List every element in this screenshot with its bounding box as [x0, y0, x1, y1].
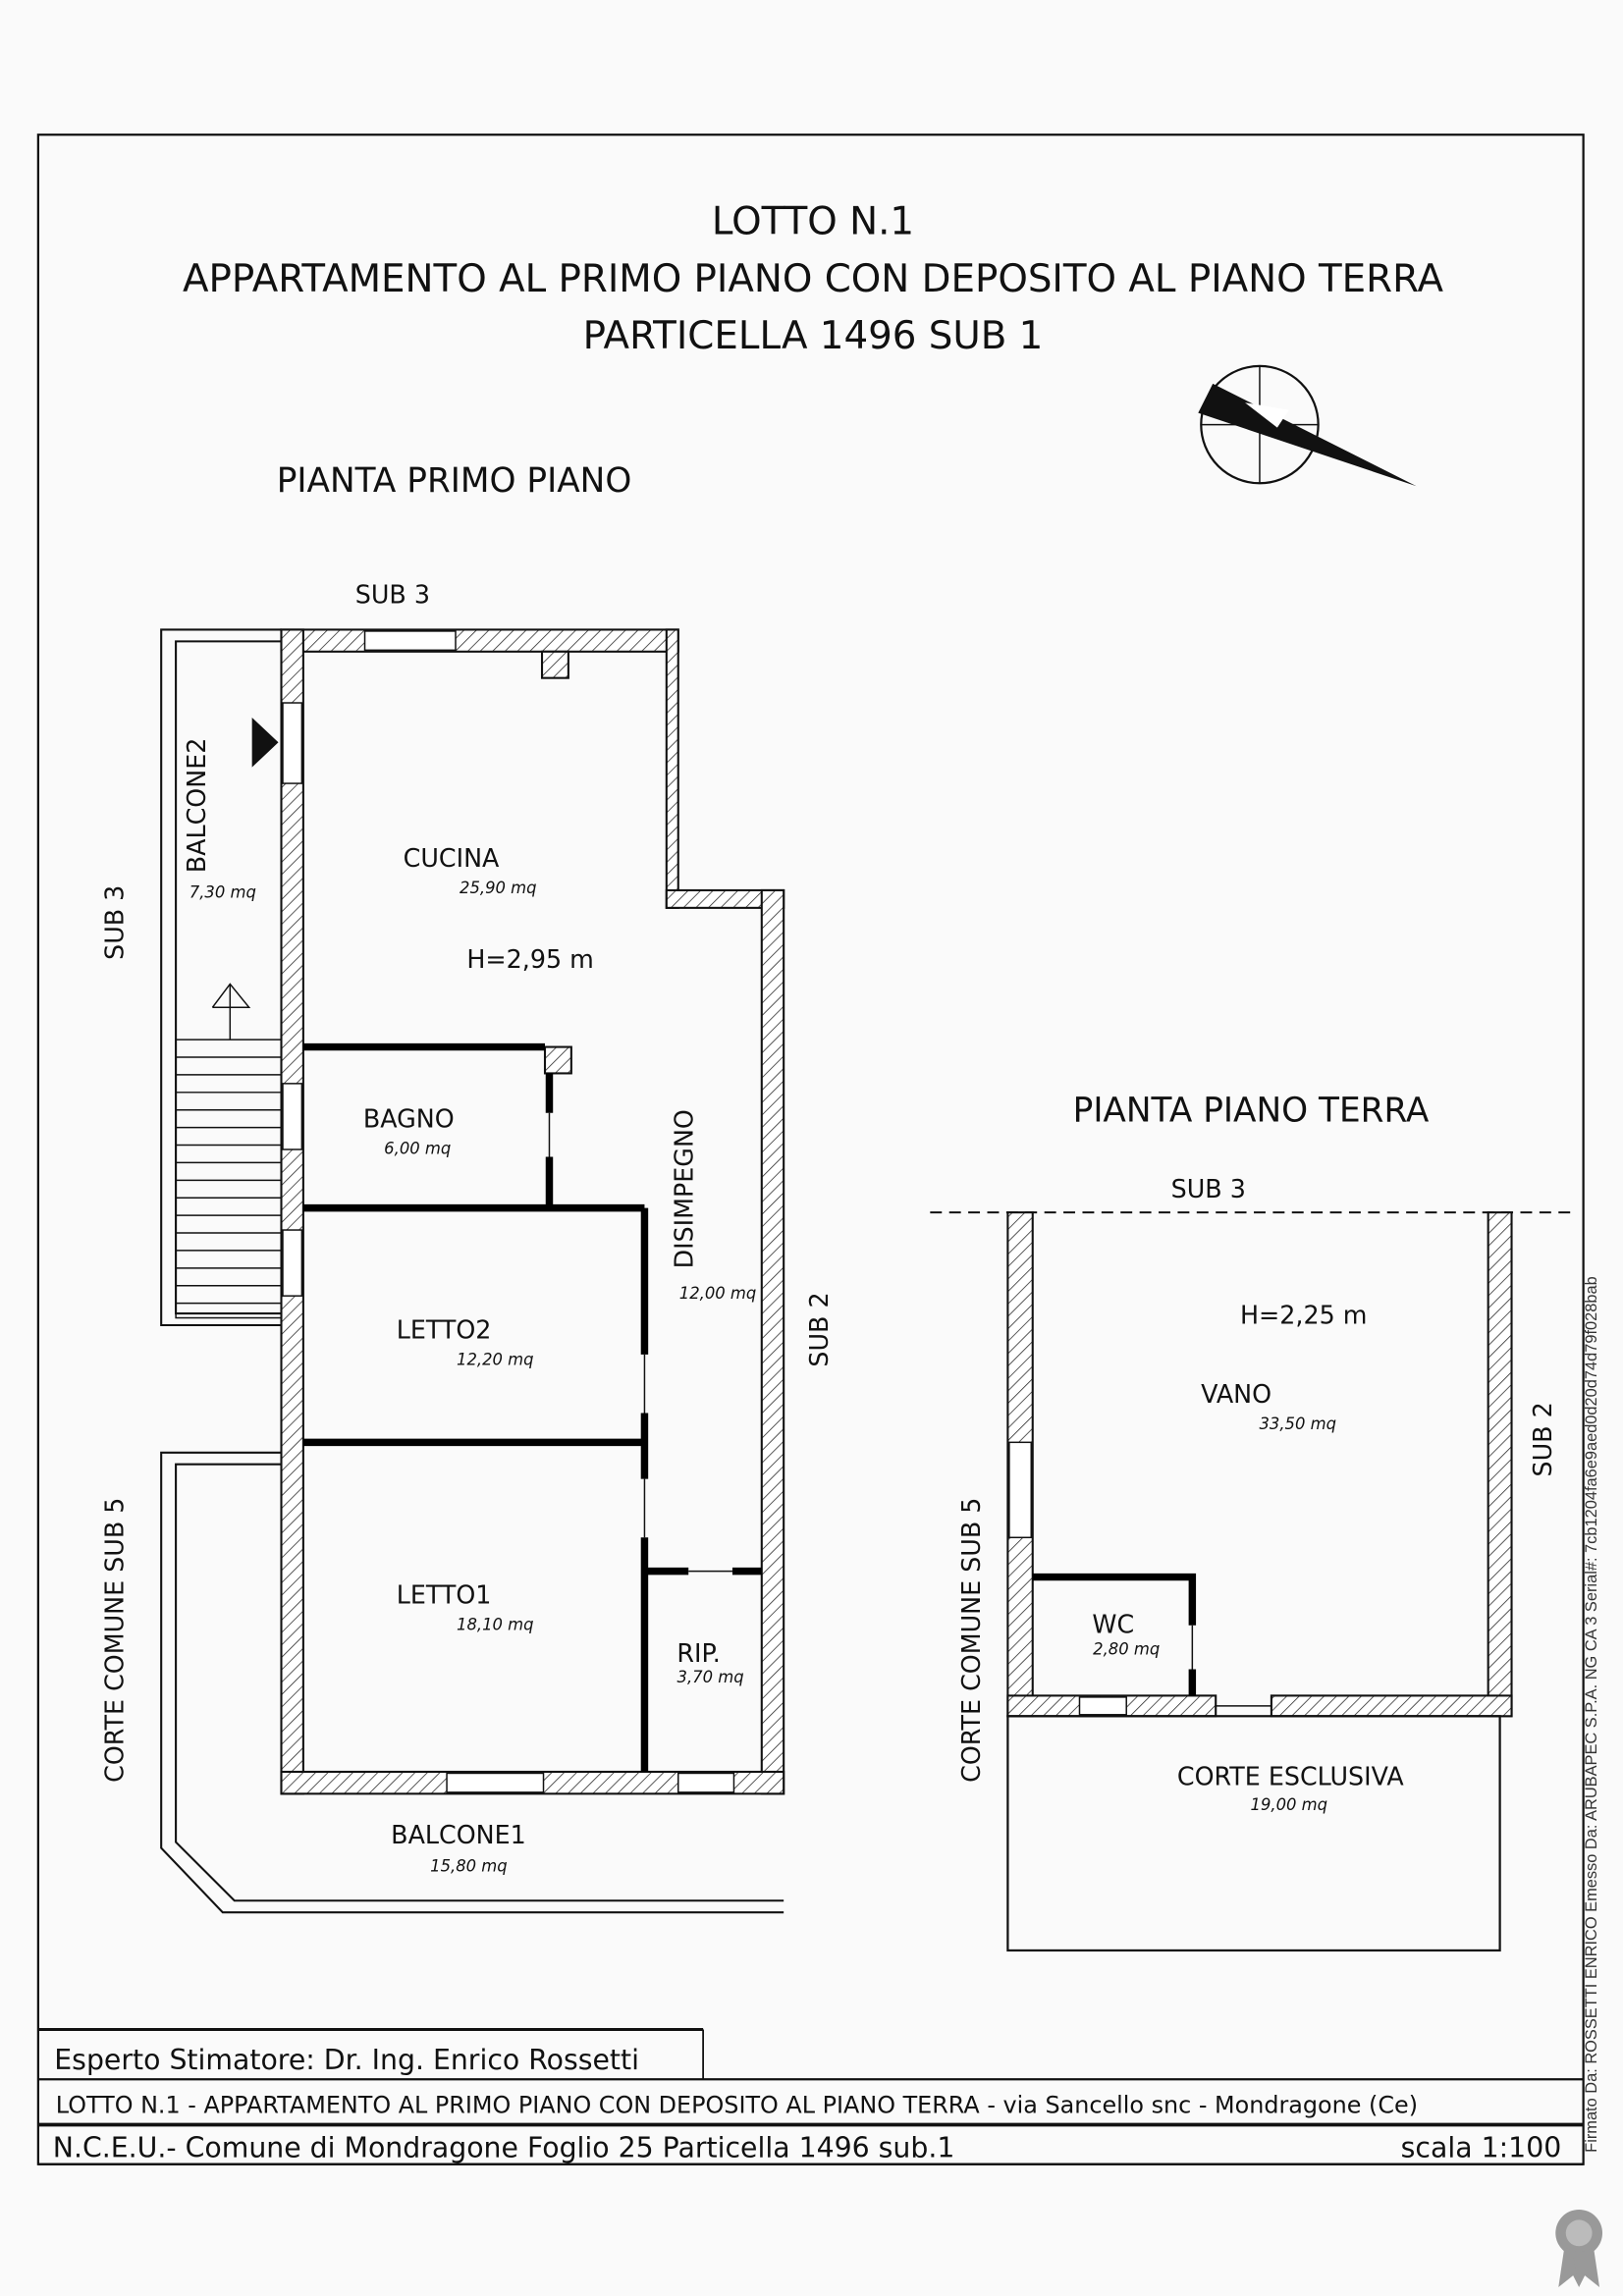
room-name-rip: RIP.: [676, 1638, 720, 1668]
lot-description: LOTTO N.1 - APPARTAMENTO AL PRIMO PIANO …: [56, 2092, 1418, 2119]
pt-corte-comune-label: CORTE COMUNE SUB 5: [956, 1498, 986, 1783]
corte-comune-label: CORTE COMUNE SUB 5: [99, 1498, 129, 1783]
room-area-rip: 3,70 mq: [677, 1668, 744, 1686]
sub3-top-label: SUB 3: [355, 580, 430, 610]
room-area-balcone2: 7,30 mq: [189, 882, 256, 901]
piano-terra-heading: PIANTA PIANO TERRA: [1073, 1092, 1430, 1131]
room-name-letto2: LETTO2: [397, 1314, 492, 1344]
sub3-left-label: SUB 3: [99, 885, 129, 960]
room-area-disimpegno: 12,00 mq: [679, 1284, 757, 1303]
cadastre-reference: N.C.E.U.- Comune di Mondragone Foglio 25…: [53, 2131, 955, 2163]
room-area-vano: 33,50 mq: [1259, 1415, 1336, 1433]
room-area-letto1: 18,10 mq: [457, 1615, 534, 1633]
scale-label: scala 1:100: [1401, 2131, 1562, 2163]
pt-sub2-label: SUB 2: [1528, 1402, 1557, 1476]
room-area-bagno: 6,00 mq: [384, 1139, 451, 1157]
room-area-cucina: 25,90 mq: [460, 879, 537, 897]
pt-sub3-label: SUB 3: [1171, 1174, 1246, 1203]
room-area-letto2: 12,20 mq: [457, 1350, 534, 1368]
entrance-arrow-icon: [251, 717, 279, 768]
title-line-1: LOTTO N.1: [712, 200, 914, 244]
room-area-corte-esclusiva: 19,00 mq: [1251, 1795, 1328, 1814]
room-name-balcone1: BALCONE1: [391, 1820, 526, 1849]
room-area-balcone1: 15,80 mq: [430, 1856, 508, 1875]
primo-piano-heading: PIANTA PRIMO PIANO: [277, 461, 632, 501]
piano-terra-height: H=2,25 m: [1240, 1301, 1367, 1330]
room-name-wc: WC: [1092, 1609, 1134, 1638]
room-name-letto1: LETTO1: [397, 1579, 492, 1609]
primo-piano-plan: PIANTA PRIMO PIANO SUB 3 SUB 3 CORTE COM…: [99, 461, 834, 1914]
digital-signature-text: Firmato Da: ROSSETTI ENRICO Emesso Da: A…: [1583, 1276, 1600, 2153]
room-name-bagno: BAGNO: [363, 1104, 455, 1134]
room-area-wc: 2,80 mq: [1093, 1640, 1160, 1659]
sub2-label: SUB 2: [804, 1292, 834, 1366]
primo-piano-height: H=2,95 m: [466, 944, 593, 974]
title-block: Esperto Stimatore: Dr. Ing. Enrico Rosse…: [37, 2028, 1584, 2165]
expert-name: Esperto Stimatore: Dr. Ing. Enrico Rosse…: [54, 2044, 639, 2076]
title-line-2: APPARTAMENTO AL PRIMO PIANO CON DEPOSITO…: [183, 257, 1443, 301]
digital-seal-icon: [1555, 2209, 1603, 2288]
piano-terra-plan: PIANTA PIANO TERRA SUB 3 SUB 2 CORTE COM…: [930, 1092, 1571, 1952]
room-name-vano: VANO: [1201, 1379, 1271, 1409]
title-line-3: PARTICELLA 1496 SUB 1: [583, 314, 1044, 358]
north-arrow-icon: [1198, 364, 1417, 487]
room-name-cucina: CUCINA: [404, 843, 500, 873]
room-name-disimpegno: DISIMPEGNO: [670, 1109, 699, 1268]
room-name-corte-esclusiva: CORTE ESCLUSIVA: [1177, 1761, 1404, 1790]
room-name-balcone2: BALCONE2: [182, 738, 211, 874]
